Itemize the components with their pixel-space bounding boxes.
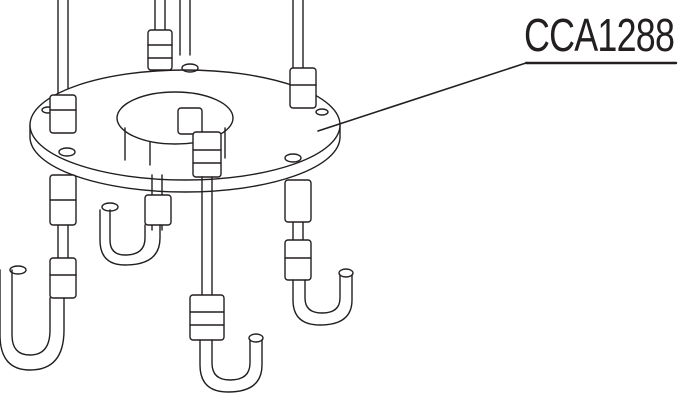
lower-rods [57, 174, 304, 301]
leader-line [317, 61, 678, 132]
lower-nuts [49, 174, 312, 341]
upper-nuts [49, 29, 317, 178]
j-hooks [0, 202, 354, 393]
part-number-label: CCA1288 [524, 9, 675, 61]
